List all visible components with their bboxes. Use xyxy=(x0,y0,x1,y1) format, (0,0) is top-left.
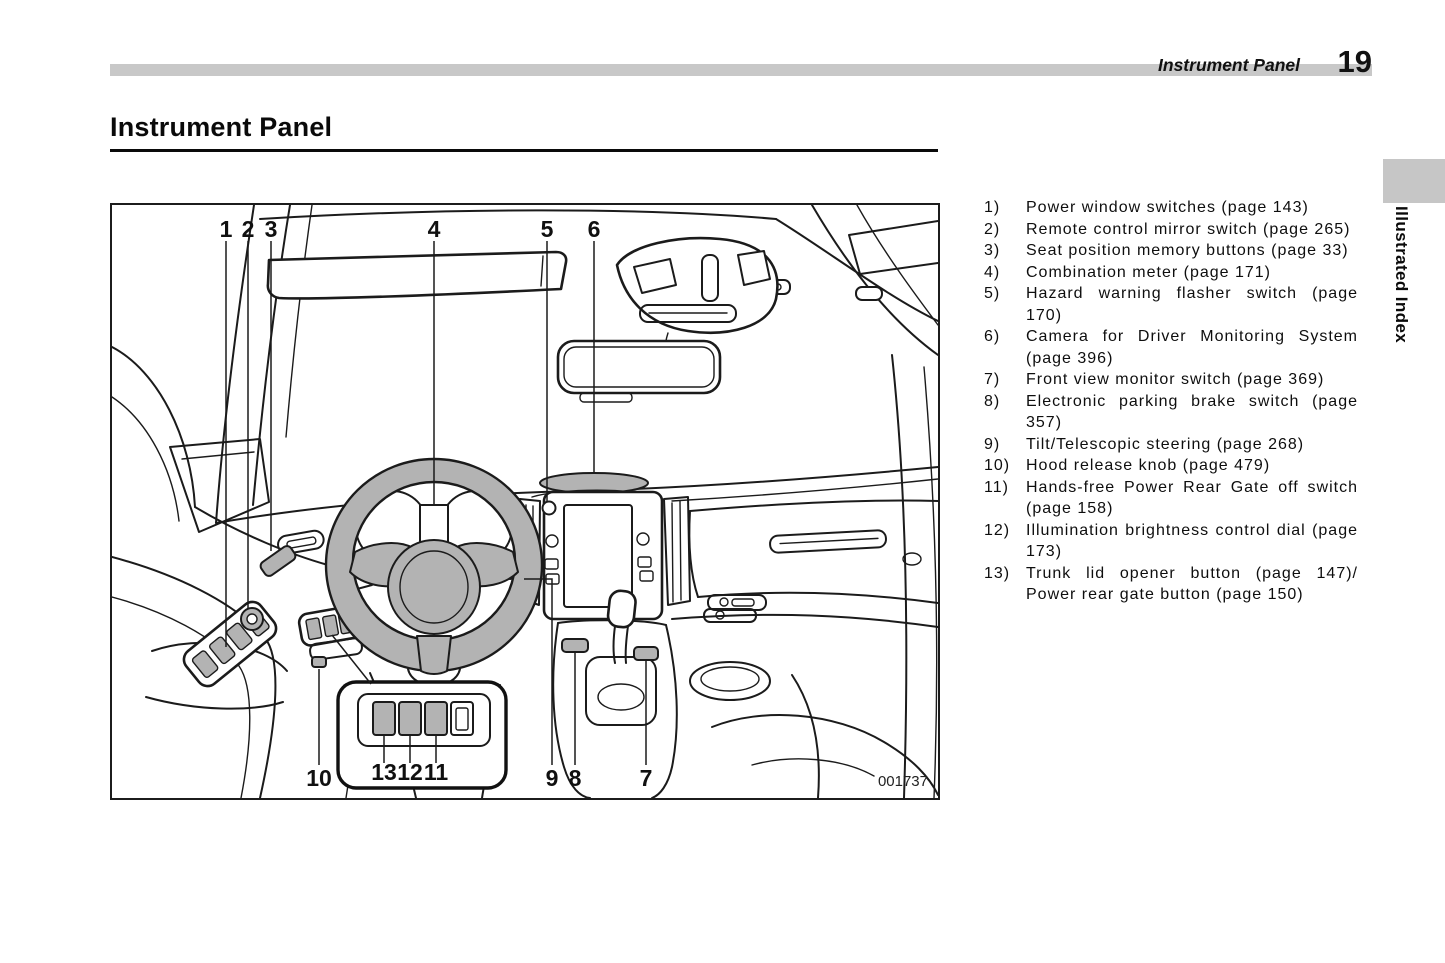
glovebox-handle xyxy=(707,594,767,611)
steering-wheel xyxy=(324,457,544,675)
figure-code: 001737 xyxy=(878,773,928,790)
shift-lever xyxy=(606,589,637,629)
legend-item-number: 9) xyxy=(984,435,1001,453)
legend-item-text: Hazard warning flasher switch (page 170) xyxy=(1026,285,1358,324)
callout-7: 7 xyxy=(640,765,653,791)
callout-10: 10 xyxy=(306,765,332,791)
legend-item-text: Trunk lid opener button (page 147)/ Powe… xyxy=(1026,564,1358,604)
legend-item-text: Hands-free Power Rear Gate off switch (p… xyxy=(1026,478,1358,518)
mirror-control-switch xyxy=(240,607,264,631)
legend-item-text: Combination meter (page 171) xyxy=(1026,263,1272,281)
legend-item-number: 8) xyxy=(984,392,1001,410)
legend-item-text: Front view monitor switch (page 369) xyxy=(1026,371,1325,388)
legend-item: 5) Hazard warning flasher switch (page 17… xyxy=(984,283,1358,326)
legend-item: 2) Remote control mirror switch (page 265… xyxy=(984,219,1358,241)
legend-item: 10) Hood release knob (page 479) xyxy=(984,455,1358,477)
sun-visor xyxy=(266,250,568,300)
legend-item: 8) Electronic parking brake switch (page … xyxy=(984,391,1358,434)
legend-item-number: 10) xyxy=(984,457,1011,474)
parking-brake-switch xyxy=(561,638,589,653)
legend-item: 12) Illumination brightness control dial … xyxy=(984,520,1358,563)
legend-item-text: Illumination brightness control dial (pa… xyxy=(1026,521,1358,561)
door-mirror xyxy=(169,438,270,533)
illustrated-index-label: Illustrated Index xyxy=(1392,206,1411,344)
legend-item-text: Camera for Driver Monitoring System (pag… xyxy=(1026,328,1358,367)
legend-item-number: 12) xyxy=(984,521,1011,539)
center-console xyxy=(552,589,771,798)
callout-5: 5 xyxy=(541,216,554,242)
illustrated-index-tab xyxy=(1383,159,1445,203)
hands-free-gate-off-switch xyxy=(424,701,448,736)
legend-item-text: Tilt/Telescopic steering (page 268) xyxy=(1026,435,1305,453)
callout-6: 6 xyxy=(588,216,601,242)
passenger-dash xyxy=(671,354,938,798)
legend-item-text: Hood release knob (page 479) xyxy=(1026,457,1271,474)
legend-item-text: Power window switches (page 143) xyxy=(1026,199,1309,216)
legend-item-text: Remote control mirror switch (page 265) xyxy=(1026,220,1351,238)
seat-memory-buttons xyxy=(259,545,297,577)
legend-item: 3) Seat position memory buttons (page 33) xyxy=(984,240,1358,262)
callout-8: 8 xyxy=(569,765,582,791)
callout-3: 3 xyxy=(265,216,278,242)
legend-item-number: 2) xyxy=(984,220,1001,238)
center-display xyxy=(541,490,664,621)
legend-item-number: 1) xyxy=(984,199,1001,216)
trunk-opener-switch xyxy=(372,701,396,736)
callout-12: 12 xyxy=(397,759,423,785)
legend-item-number: 4) xyxy=(984,263,1001,281)
page-title: Instrument Panel xyxy=(110,112,333,142)
callout-4: 4 xyxy=(428,216,441,242)
callout-leader-lines xyxy=(225,241,647,765)
callout-labels: 1 2 3 4 5 6 10 13 12 11 9 8 7 001737 xyxy=(220,216,928,791)
inset-switch-box xyxy=(331,634,508,790)
legend-item-number: 7) xyxy=(984,371,1001,388)
rearview-mirror xyxy=(556,332,722,403)
callout-11: 11 xyxy=(424,759,449,785)
instrument-panel-figure: 1 2 3 4 5 6 10 13 12 11 9 8 7 001737 xyxy=(110,203,940,800)
header-rule xyxy=(110,64,1372,76)
hood-release-knob xyxy=(311,656,327,668)
illumination-dial-switch xyxy=(398,701,422,736)
legend-item: 4) Combination meter (page 171) xyxy=(984,262,1358,284)
front-view-monitor-switch xyxy=(633,646,659,661)
legend-item: 11) Hands-free Power Rear Gate off switch… xyxy=(984,477,1358,520)
callout-9: 9 xyxy=(546,765,559,791)
callout-1: 1 xyxy=(220,216,233,242)
legend-item: 7) Front view monitor switch (page 369) xyxy=(984,369,1358,391)
legend-item: 13) Trunk lid opener button (page 147)/ P… xyxy=(984,563,1358,606)
legend-item-text: Electronic parking brake switch (page 35… xyxy=(1026,392,1358,432)
legend-item: 6) Camera for Driver Monitoring System (p… xyxy=(984,326,1358,369)
legend-item-number: 5) xyxy=(984,285,1001,302)
running-header-section: Instrument Panel xyxy=(1158,55,1300,75)
hazard-switch xyxy=(541,500,557,516)
legend-item-number: 3) xyxy=(984,242,1001,259)
legend-item-number: 11) xyxy=(984,478,1009,496)
callout-13: 13 xyxy=(371,759,397,785)
legend-item: 9) Tilt/Telescopic steering (page 268) xyxy=(984,434,1358,456)
figure-svg: 1 2 3 4 5 6 10 13 12 11 9 8 7 001737 xyxy=(112,205,938,798)
title-underline xyxy=(110,149,938,152)
power-window-switches xyxy=(182,600,278,688)
page-number: 19 xyxy=(1337,44,1372,79)
overhead-console xyxy=(615,236,779,334)
legend-item-text: Seat position memory buttons (page 33) xyxy=(1026,242,1349,259)
callout-2: 2 xyxy=(242,216,255,242)
passenger-visor xyxy=(848,220,938,275)
legend-item-number: 6) xyxy=(984,328,1001,345)
legend-list: 1) Power window switches (page 143) 2) Rem… xyxy=(984,197,1358,606)
legend-item: 1) Power window switches (page 143) xyxy=(984,197,1358,219)
legend-item-number: 13) xyxy=(984,564,1011,582)
